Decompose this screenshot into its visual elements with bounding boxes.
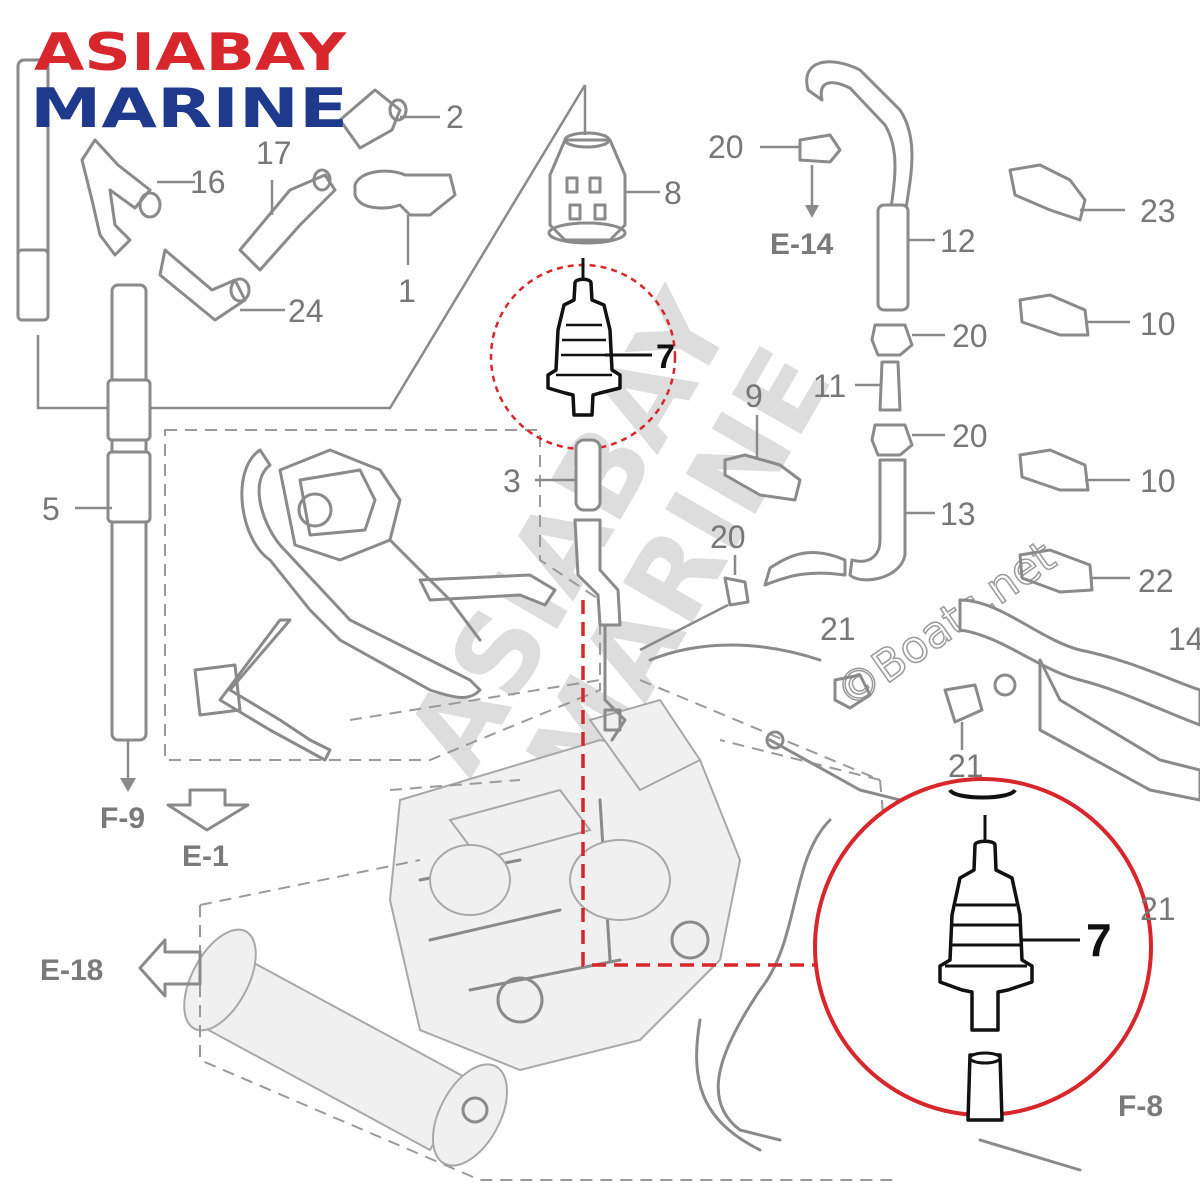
callout-labels: 2 1 17 16 24 5 8 7 3 20 12 20 11 20 9 13…: [42, 99, 1200, 966]
callout-17: 17: [256, 135, 292, 171]
reference-arrows: [138, 788, 250, 998]
callout-1: 1: [398, 273, 416, 309]
callout-21-mid: 21: [948, 748, 984, 784]
brand-line-1: ASIABAY: [34, 23, 348, 83]
ref-e1: E-1: [182, 840, 229, 873]
ref-f9: F-9: [100, 802, 145, 835]
ref-e18: E-18: [40, 954, 103, 987]
brand-logo: ASIABAY MARINE: [30, 23, 348, 140]
callout-13: 13: [940, 496, 976, 532]
part-3-hose: [535, 438, 627, 742]
callout-10-bottom: 10: [1140, 463, 1176, 499]
callout-23: 23: [1140, 193, 1176, 229]
ref-e14: E-14: [770, 228, 834, 261]
callout-20-left: 20: [710, 519, 746, 555]
e1-arrow-icon: [166, 788, 250, 832]
pump-group-dashed-outline: [164, 429, 601, 761]
brand-line-2: MARINE: [30, 77, 348, 140]
callout-21-right: 21: [1140, 891, 1176, 927]
callout-22: 22: [1138, 563, 1174, 599]
callout-7: 7: [656, 338, 675, 376]
callout-20-top: 20: [708, 129, 744, 165]
reference-labels: E-14 F-9 E-1 E-18 F-8: [40, 228, 1163, 1123]
callout-21-left: 21: [820, 611, 856, 647]
callout-20-lower: 20: [952, 418, 988, 454]
ref-f8: F-8: [1118, 1090, 1163, 1123]
callout-20-mid: 20: [952, 318, 988, 354]
fuel-pump-assembly: [193, 448, 557, 762]
callout-14: 14: [1168, 621, 1200, 657]
part-5-hose: [16, 58, 152, 792]
callout-9: 9: [745, 378, 763, 414]
highlight-leader-line: [581, 600, 815, 967]
callout-7-zoom: 7: [1086, 914, 1112, 966]
callout-2: 2: [446, 99, 464, 135]
part-8-filter-housing: [547, 85, 660, 245]
right-hose-assembly: [639, 60, 1200, 802]
callout-5: 5: [42, 491, 60, 527]
engine-block-illustration: [183, 679, 1082, 1181]
assembly-outline: [36, 84, 587, 410]
callout-8: 8: [664, 175, 682, 211]
callout-16: 16: [190, 164, 226, 200]
part-7-zoom-detail: [813, 777, 1153, 1122]
e18-arrow-icon: [138, 938, 202, 998]
callout-12: 12: [940, 223, 976, 259]
callout-3: 3: [503, 463, 521, 499]
callout-10-top: 10: [1140, 306, 1176, 342]
callout-11: 11: [813, 368, 846, 404]
callout-24: 24: [288, 293, 324, 329]
small-fittings-cluster: [75, 88, 457, 510]
